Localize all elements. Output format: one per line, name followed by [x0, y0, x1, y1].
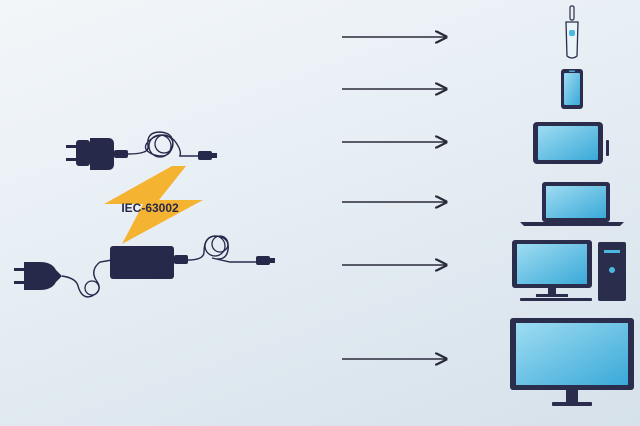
arrows	[342, 37, 446, 359]
laptop-icon	[520, 182, 624, 226]
smartphone-icon	[561, 69, 583, 109]
phone-charger-icon	[66, 131, 217, 170]
desktop-pc-icon	[512, 240, 626, 301]
monitor-icon	[510, 318, 634, 406]
lightning-bolt-icon	[104, 166, 203, 244]
tablet-icon	[533, 122, 609, 164]
standard-badge-label: IEC-63002	[121, 201, 179, 215]
laptop-adapter-icon	[14, 235, 275, 298]
toothbrush-icon	[565, 5, 579, 59]
